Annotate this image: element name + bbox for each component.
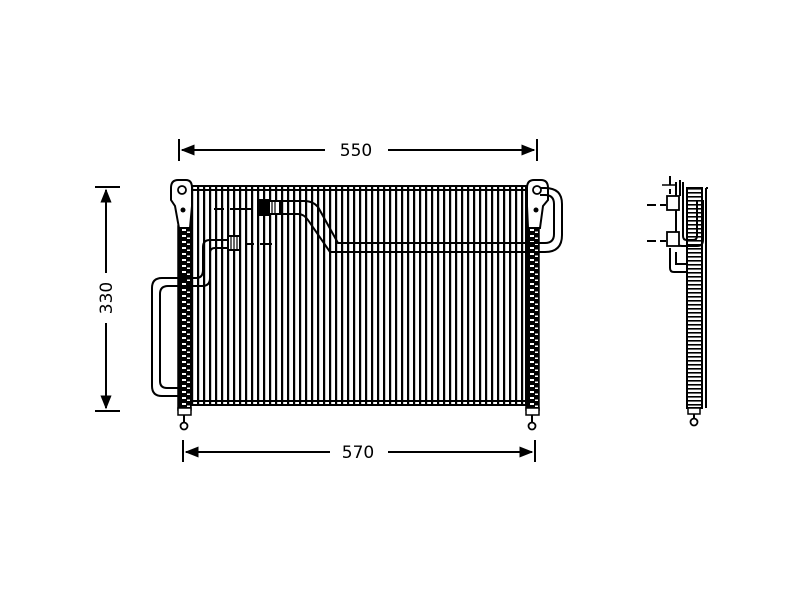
right-mounting-bracket [526, 179, 549, 229]
condenser-side-view [647, 176, 708, 427]
left-header-tank [177, 225, 192, 411]
lower-pipe-fitting [227, 235, 272, 251]
bottom-width-label: 570 [342, 443, 374, 463]
height-dimension: 330 [95, 186, 120, 412]
top-width-dimension: 550 [178, 139, 538, 161]
upper-refrigerant-pipe [280, 187, 563, 253]
height-label: 330 [97, 282, 117, 314]
lower-refrigerant-pipe [151, 239, 228, 397]
bottom-width-dimension: 570 [182, 440, 536, 463]
upper-pipe-fitting [214, 199, 281, 216]
top-width-label: 550 [340, 141, 372, 161]
side-core [686, 187, 703, 409]
condenser-core [190, 185, 527, 406]
right-mounting-pin [525, 407, 540, 431]
left-mounting-bracket [170, 179, 193, 229]
condenser-front-view [151, 179, 563, 431]
right-header-tank [525, 225, 540, 411]
left-mounting-pin [177, 407, 192, 431]
